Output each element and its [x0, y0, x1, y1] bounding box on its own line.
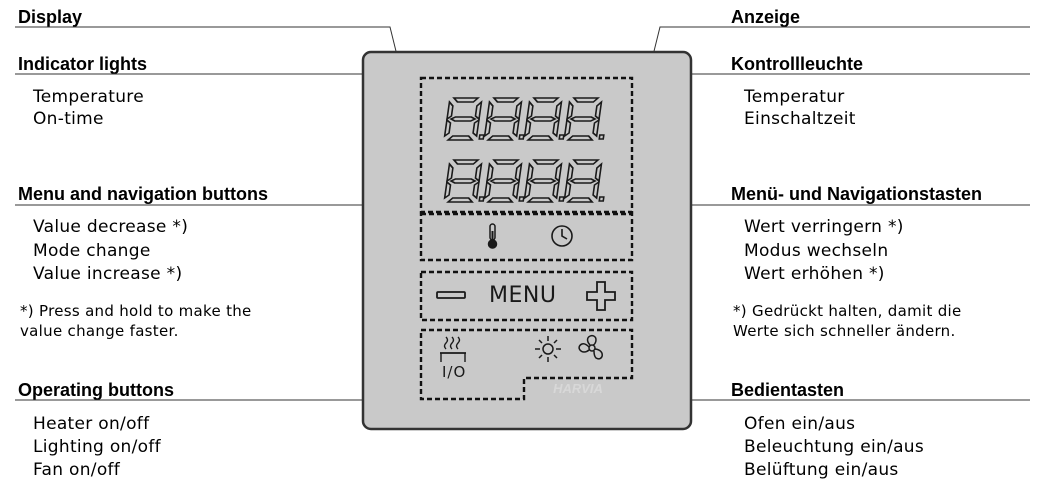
menu-note-line2-de: Werte sich schneller ändern. [733, 322, 956, 340]
leader-lines-left [15, 26, 419, 401]
operating-item-fan-de: Belüftung ein/aus [744, 460, 899, 480]
indicator-lights-heading-de: Kontrollleuchte [731, 54, 864, 74]
operating-item-heater-en: Heater on/off [33, 414, 150, 434]
operating-heading-en: Operating buttons [18, 380, 174, 400]
operating-item-lighting-en: Lighting on/off [33, 437, 161, 457]
operating-heading-de: Bedientasten [731, 380, 845, 400]
menu-nav-heading-de: Menü- und Navigationstasten [731, 184, 983, 204]
clock-icon [551, 225, 573, 247]
menu-item-decrease-de: Wert verringern *) [744, 217, 904, 237]
display-heading-en: Display [18, 7, 83, 27]
heater-button[interactable] [440, 336, 466, 362]
brand-logo: HARVIA [553, 381, 603, 396]
display-area [419, 76, 634, 214]
menu-nav-heading-en: Menu and navigation buttons [18, 184, 268, 204]
menu-note-line1-de: *) Gedrückt halten, damit die [733, 302, 962, 320]
menu-navigation-area [419, 270, 634, 322]
menu-button[interactable]: MENU [489, 283, 557, 308]
plus-icon [586, 281, 616, 311]
plus-button[interactable] [586, 281, 616, 311]
indicator-item-temperature-en: Temperature [33, 87, 144, 107]
indicator-item-temperature-de: Temperatur [744, 87, 845, 107]
operating-item-heater-de: Ofen ein/aus [744, 414, 856, 434]
indicator-item-ontime-en: On-time [33, 109, 104, 129]
menu-note-line1-en: *) Press and hold to make the [20, 302, 252, 320]
indicator-item-ontime-de: Einschaltzeit [744, 109, 856, 129]
heater-icon [440, 336, 466, 362]
menu-item-decrease-en: Value decrease *) [33, 217, 189, 237]
menu-item-increase-en: Value increase *) [33, 264, 183, 284]
operating-item-fan-en: Fan on/off [33, 460, 121, 480]
light-icon [535, 336, 561, 362]
light-button[interactable] [535, 336, 561, 362]
operating-buttons-area [419, 328, 634, 401]
thermometer-icon [487, 223, 498, 249]
menu-item-mode-en: Mode change [33, 241, 151, 261]
menu-note-line2-en: value change faster. [20, 322, 179, 340]
indicator-lights-heading-en: Indicator lights [18, 54, 148, 74]
control-panel-body [361, 50, 693, 431]
fan-icon [578, 334, 603, 360]
menu-item-mode-de: Modus wechseln [744, 241, 889, 261]
display-heading-de: Anzeige [731, 7, 801, 27]
operating-item-lighting-de: Beleuchtung ein/aus [744, 437, 925, 457]
heater-label: I/O [442, 363, 467, 381]
minus-button[interactable] [436, 291, 466, 299]
minus-icon [436, 291, 466, 299]
menu-item-increase-de: Wert erhöhen *) [744, 264, 885, 284]
indicator-lights-area [419, 212, 634, 262]
fan-button[interactable] [578, 334, 603, 360]
